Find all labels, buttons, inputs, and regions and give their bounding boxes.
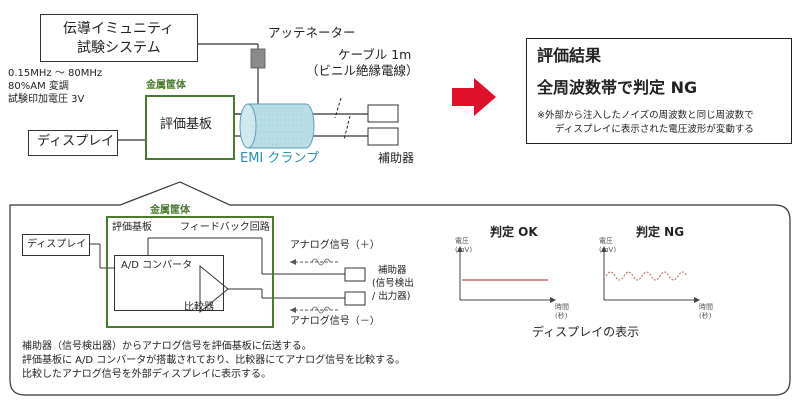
detail-aux-upper — [344, 267, 366, 282]
result-arrow — [452, 78, 496, 116]
detail-callout — [9, 181, 791, 396]
eval-board-label: 評価基板 — [160, 117, 213, 132]
detail-display-box: ディスプレイ — [22, 234, 90, 256]
detail-display-label: ディスプレイ — [27, 239, 87, 250]
graph-ng-ylabel-1: 電圧 — [599, 237, 613, 245]
graph-ng — [601, 246, 700, 303]
display-box: ディスプレイ — [28, 130, 118, 156]
spec-line-1: 0.15MHz ～ 80MHz — [8, 68, 103, 79]
detail-aux-label-2: (信号検出 — [372, 278, 414, 289]
metal-case-label: 金属筐体 — [146, 80, 186, 91]
result-headline: 全周波数帯で判定 NG — [537, 78, 698, 97]
cable-label-2: （ビニル絶縁電線） — [306, 63, 419, 78]
emi-clamp-label: EMI クランプ — [240, 151, 320, 166]
graph-ok-xlabel-1: 時間 — [555, 303, 569, 311]
analog-plus-label: アナログ信号（＋） — [290, 240, 380, 251]
result-note-2: ディスプレイに表示された電圧波形が変動する — [555, 124, 754, 135]
comparator-label: 比較器 — [184, 302, 214, 313]
feedback-label: フィードバック回路 — [180, 222, 270, 233]
adc-label: A/D コンバータ — [121, 260, 193, 271]
detail-metal-case — [106, 216, 274, 328]
graph-ng-xlabel-1: 時間 — [699, 303, 713, 311]
attenuator-label: アッテネーター — [268, 25, 356, 40]
aux-device-lower — [367, 127, 399, 146]
detail-aux-lower — [344, 291, 366, 306]
tester-label-2: 試験システム — [77, 40, 161, 56]
description-line-2: 評価基板に A/D コンバータが搭載されており、比較器にてアナログ信号を比較する… — [22, 355, 406, 366]
aux-device-label: 補助器 — [378, 151, 415, 165]
graph-ng-signal — [605, 271, 688, 281]
detail-eval-board-label: 評価基板 — [112, 222, 152, 233]
detail-metal-case-label: 金属筐体 — [150, 205, 190, 216]
analog-minus-label: アナログ信号（－） — [290, 316, 380, 327]
result-note-1: ※外部から注入したノイズの周波数と同じ周波数で — [537, 110, 754, 121]
spec-line-3: 試験印加電圧 3V — [8, 94, 85, 105]
spec-line-2: 80%AM 変調 — [8, 81, 69, 92]
graph-caption: ディスプレイの表示 — [532, 325, 640, 339]
display-label: ディスプレイ — [37, 134, 115, 149]
graph-ok — [457, 246, 556, 303]
graph-ng-title: 判定 NG — [636, 225, 685, 239]
cable-label-1: ケーブル 1m — [338, 47, 412, 62]
aux-device-upper — [367, 104, 399, 123]
comparator-label-box: 比較器 — [180, 300, 224, 316]
graph-ok-ylabel-1: 電圧 — [455, 237, 469, 245]
description-line-1: 補助器（信号検出器）からアナログ信号を評価基板に伝送する。 — [22, 341, 312, 352]
graph-ng-ylabel-2: (mV) — [599, 246, 617, 254]
graph-ok-ylabel-2: (mV) — [455, 246, 473, 254]
adc-box: A/D コンバータ — [114, 255, 224, 311]
detail-aux-label-1: 補助器 — [378, 265, 407, 276]
result-box: 評価結果 全周波数帯で判定 NG ※外部から注入したノイズの周波数と同じ周波数で… — [526, 38, 792, 144]
comparator-symbol — [199, 264, 229, 314]
result-title: 評価結果 — [537, 46, 602, 65]
graph-ng-xlabel-2: (秒) — [699, 312, 712, 320]
eval-board-box: 評価基板 — [145, 95, 235, 160]
tester-label-1: 伝導イミュニティ — [63, 21, 175, 37]
description-line-3: 比較したアナログ信号を外部ディスプレイに表示する。 — [22, 369, 272, 380]
tester-box: 伝導イミュニティ 試験システム — [40, 14, 198, 62]
graph-ok-xlabel-2: (秒) — [555, 312, 568, 320]
attenuator-block — [250, 48, 266, 69]
graph-ok-title: 判定 OK — [490, 225, 538, 239]
detail-aux-label-3: / 出力器) — [372, 291, 411, 302]
